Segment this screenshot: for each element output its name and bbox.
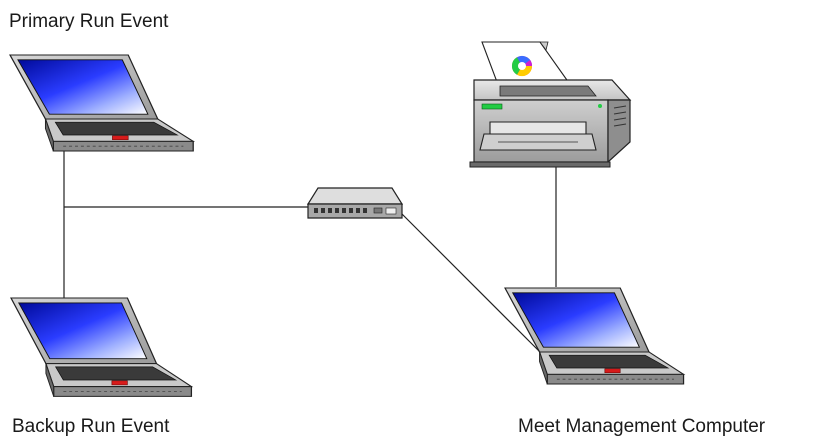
network-switch-icon [306, 187, 404, 219]
backup-laptop-icon [10, 297, 193, 398]
meet-management-computer-label: Meet Management Computer [518, 416, 766, 437]
printer-icon [469, 41, 632, 168]
primary-run-event-label: Primary Run Event [9, 11, 169, 32]
meet-laptop-icon [504, 287, 685, 385]
link-switch-meet [399, 211, 541, 353]
backup-run-event-label: Backup Run Event [12, 416, 170, 437]
connection-lines [63, 147, 557, 353]
color-wheel-icon [511, 55, 533, 77]
primary-laptop-icon [9, 54, 194, 152]
